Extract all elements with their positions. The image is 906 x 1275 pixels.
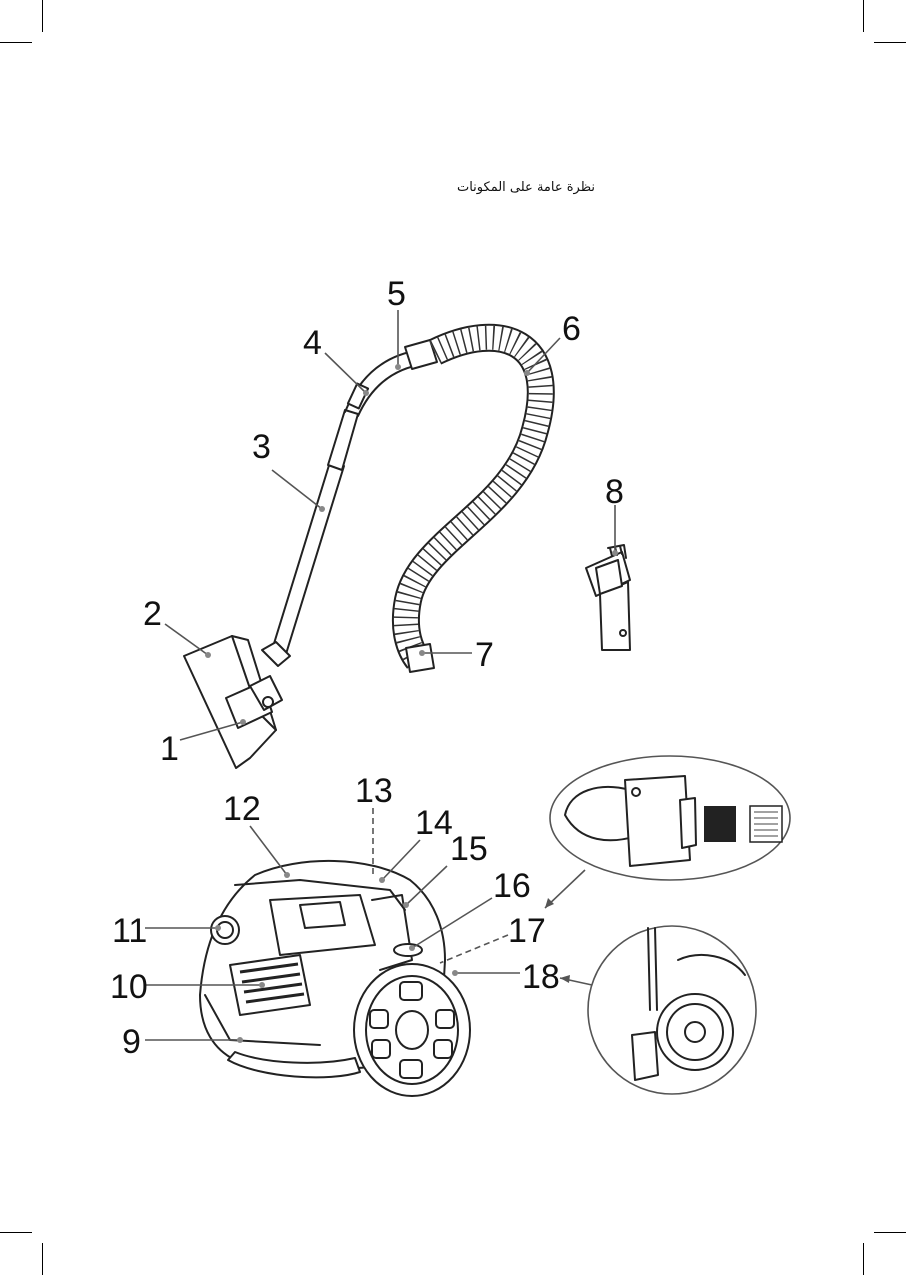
label-15: 15 — [450, 830, 488, 868]
filter-detail — [550, 756, 790, 880]
label-8: 8 — [605, 473, 624, 511]
label-1: 1 — [160, 730, 179, 768]
label-9: 9 — [122, 1023, 141, 1061]
label-14: 14 — [415, 804, 453, 842]
vacuum-body — [200, 861, 470, 1096]
brush-tool — [586, 545, 630, 650]
label-13: 13 — [355, 772, 393, 810]
label-12: 12 — [223, 790, 261, 828]
hose-assembly — [184, 338, 541, 768]
label-10: 10 — [110, 968, 148, 1006]
label-18: 18 — [522, 958, 560, 996]
label-11: 11 — [112, 912, 147, 950]
label-16: 16 — [493, 867, 531, 905]
wheel-detail — [588, 926, 756, 1094]
label-3: 3 — [252, 428, 271, 466]
label-17: 17 — [508, 912, 546, 950]
label-6: 6 — [562, 310, 581, 348]
label-4: 4 — [303, 324, 322, 362]
label-5: 5 — [387, 275, 406, 313]
label-7: 7 — [475, 636, 494, 674]
label-2: 2 — [143, 595, 162, 633]
